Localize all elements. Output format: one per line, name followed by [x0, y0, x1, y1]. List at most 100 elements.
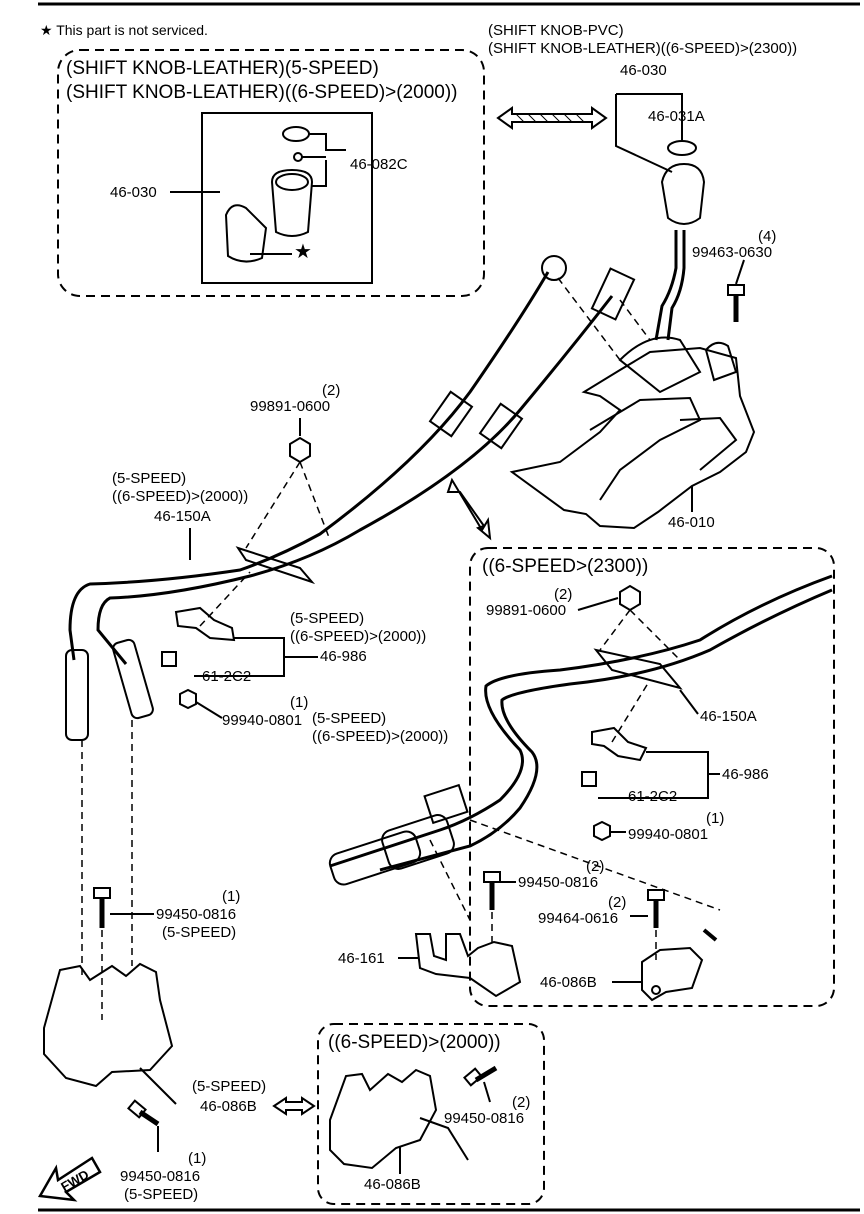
label-99940-0801: 99940-0801 — [222, 712, 303, 729]
bb-bracket-086b — [329, 1068, 438, 1170]
label-46-031a: 46-031A — [648, 108, 705, 125]
r-leader-150a — [679, 689, 699, 715]
b-label-99450-0816: 99450-0816 — [120, 1168, 201, 1185]
knob-top — [275, 173, 309, 191]
pvc-group-title-1: (SHIFT KNOB-PVC) — [488, 22, 624, 39]
cable-end-left-1 — [65, 649, 89, 741]
qty-2-nut: (2) — [322, 382, 341, 399]
clip-6speed: ((6-SPEED)>(2000)) — [290, 628, 427, 645]
r-clip — [591, 726, 648, 762]
bb-label-46-086b: 46-086B — [364, 1176, 421, 1193]
knob-detail-box — [201, 112, 373, 284]
label-46-082c: 46-082C — [350, 156, 408, 173]
nut-6speed: ((6-SPEED)>(2000)) — [312, 728, 449, 745]
r-qty-2-bolt-a: (2) — [586, 858, 605, 875]
r-nut-0801 — [593, 820, 611, 842]
cable-grommet-1 — [428, 390, 474, 438]
cable-2 — [96, 295, 614, 665]
bb-label-99450-0816: 99450-0816 — [444, 1110, 525, 1127]
right-knob-part — [660, 162, 706, 225]
leader-030-right — [615, 94, 673, 173]
b-bolt-5speed: (5-SPEED) — [124, 1186, 199, 1203]
r-pin — [581, 771, 597, 787]
label-46-010: 46-010 — [668, 514, 715, 531]
shifter-rib-a — [589, 396, 702, 501]
label-61-2c2: 61-2C2 — [202, 668, 252, 685]
r-qty-2-bolt-b: (2) — [608, 894, 627, 911]
cable-1 — [68, 271, 550, 661]
r-cable-1 — [329, 574, 833, 868]
r-pivot-pin — [702, 928, 718, 942]
bolt-0630-head — [727, 284, 745, 296]
qty-4: (4) — [758, 228, 777, 245]
label-46-986: 46-986 — [320, 648, 367, 665]
l-leader-086b — [139, 1067, 177, 1105]
r-bolt-0816-head — [483, 871, 501, 883]
r-bracket-161 — [414, 933, 522, 998]
r-nut-0600 — [619, 584, 641, 612]
leader-bolt-0630 — [735, 259, 745, 285]
nut-5speed: (5-SPEED) — [312, 710, 387, 727]
label-46-030-left: 46-030 — [110, 184, 157, 201]
leather-knob-part — [270, 168, 314, 237]
r-label-99891-0600: 99891-0600 — [486, 602, 567, 619]
note: ★ This part is not serviced. — [40, 22, 208, 39]
l-label-99450-0816: 99450-0816 — [156, 906, 237, 923]
r-cable-2 — [379, 588, 833, 872]
group-box-6speed-2300 — [469, 547, 835, 1007]
r-label-46-150a: 46-150A — [700, 708, 757, 725]
l-qty-1-bolt: (1) — [222, 888, 241, 905]
leather-group-title-2: (SHIFT KNOB-LEATHER)((6-SPEED)>(2000)) — [66, 82, 458, 103]
cable-plate — [235, 546, 316, 585]
fwd-arrow — [37, 1156, 102, 1202]
group-box-leather — [57, 49, 485, 297]
r-label-61-2c2: 61-2C2 — [628, 788, 678, 805]
r-bolt-0616-head — [647, 889, 665, 901]
bb-bracket-arm — [419, 1117, 469, 1161]
r-label-99940-0801: 99940-0801 — [628, 826, 709, 843]
leader-0801-left — [195, 701, 223, 719]
nut-0600-left — [289, 436, 311, 464]
shift-rod-b — [666, 230, 686, 341]
l-bolt-0816-head — [93, 887, 111, 899]
cable-ball-end — [541, 255, 567, 281]
clip-5speed: (5-SPEED) — [290, 610, 365, 627]
emblem-part — [282, 126, 310, 142]
cable-6speed: ((6-SPEED)>(2000)) — [112, 488, 249, 505]
swap-arrow-top — [496, 106, 608, 130]
label-99891-0600: 99891-0600 — [250, 398, 331, 415]
swap-arrow-bottom — [272, 1096, 316, 1116]
r-label-99450-0816: 99450-0816 — [518, 874, 599, 891]
bb-bolt-shank — [474, 1065, 498, 1083]
l-bracket-5speed: (5-SPEED) — [192, 1078, 267, 1095]
l-bolt-5speed: (5-SPEED) — [162, 924, 237, 941]
r-label-99464-0616: 99464-0616 — [538, 910, 619, 927]
note-text: This part is not serviced. — [56, 22, 208, 38]
boot-part — [224, 204, 268, 263]
label-46-030-right: 46-030 — [620, 62, 667, 79]
r-cable-end-1 — [328, 830, 422, 886]
leather-group-title-1: (SHIFT KNOB-LEATHER)(5-SPEED) — [66, 58, 379, 79]
r-leader-0600 — [577, 597, 619, 611]
shifter-base — [509, 346, 756, 530]
arrow-hatching — [515, 113, 585, 123]
r-cable-end-2 — [381, 814, 455, 870]
leader-082c-a — [308, 133, 346, 151]
bb-leader-0816 — [483, 1081, 491, 1103]
screw-part — [293, 152, 303, 162]
r-label-46-161: 46-161 — [338, 950, 385, 967]
pin-left — [161, 651, 177, 667]
star-marker: ★ — [294, 241, 312, 263]
r-bracket-086b-hole — [651, 985, 661, 995]
pvc-group-title-2: (SHIFT KNOB-LEATHER)((6-SPEED)>(2300)) — [488, 40, 798, 57]
leader-082c-c — [312, 160, 327, 187]
shifter-rib-b — [679, 416, 738, 471]
r-qty-2-nut: (2) — [554, 586, 573, 603]
swap-arrow-mid — [446, 477, 492, 541]
cable-end-clip — [590, 267, 636, 321]
r-label-46-086b: 46-086B — [540, 974, 597, 991]
cable-end-left-2 — [112, 638, 154, 720]
nut-0801-left — [179, 688, 197, 710]
